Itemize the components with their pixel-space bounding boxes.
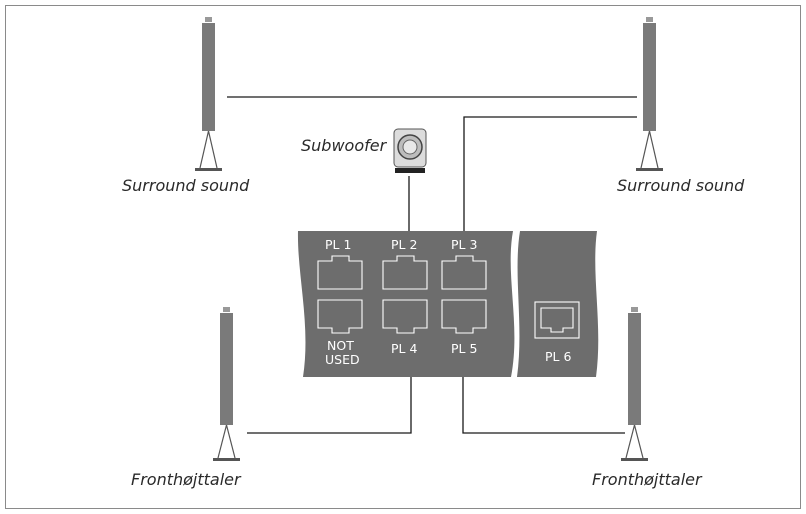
front-speaker-right [621,307,648,461]
powerlink-panel [297,231,515,377]
ports [317,255,487,334]
pl6-panel [517,231,599,377]
port-label-pl5: PL 5 [451,341,477,356]
port-pl1 [317,255,363,290]
line-pl3-to-surround-right [463,116,637,235]
port-pl6-frame [534,301,580,339]
line-pl4-to-front-left [247,365,412,434]
surround-speaker-left [195,17,222,171]
port-pl4 [382,299,428,334]
surround-right-label: Surround sound [617,176,745,195]
port-label-pl2: PL 2 [391,237,417,252]
surround-speaker-right [636,17,663,171]
front-left-label: Fronthøjttaler [131,470,242,489]
connection-diagram: Surround sound Surround sound Subwoofer … [5,5,801,509]
front-speaker-left [213,307,240,461]
port-label-pl6: PL 6 [545,349,571,364]
port-label-pl4: PL 4 [391,341,417,356]
port-not-used [317,299,363,334]
subwoofer-label: Subwoofer [301,136,388,155]
port-pl6 [540,307,574,333]
connection-lines [227,96,637,434]
port-label-not-used-2: USED [325,352,360,367]
subwoofer-icon [393,128,427,173]
port-pl2 [382,255,428,290]
port-pl3 [441,255,487,290]
line-pl5-to-front-right [462,365,625,434]
port-label-not-used-1: NOT [327,338,354,353]
surround-left-label: Surround sound [122,176,250,195]
front-right-label: Fronthøjttaler [592,470,703,489]
port-pl5 [441,299,487,334]
port-label-pl1: PL 1 [325,237,351,252]
port-label-pl3: PL 3 [451,237,477,252]
